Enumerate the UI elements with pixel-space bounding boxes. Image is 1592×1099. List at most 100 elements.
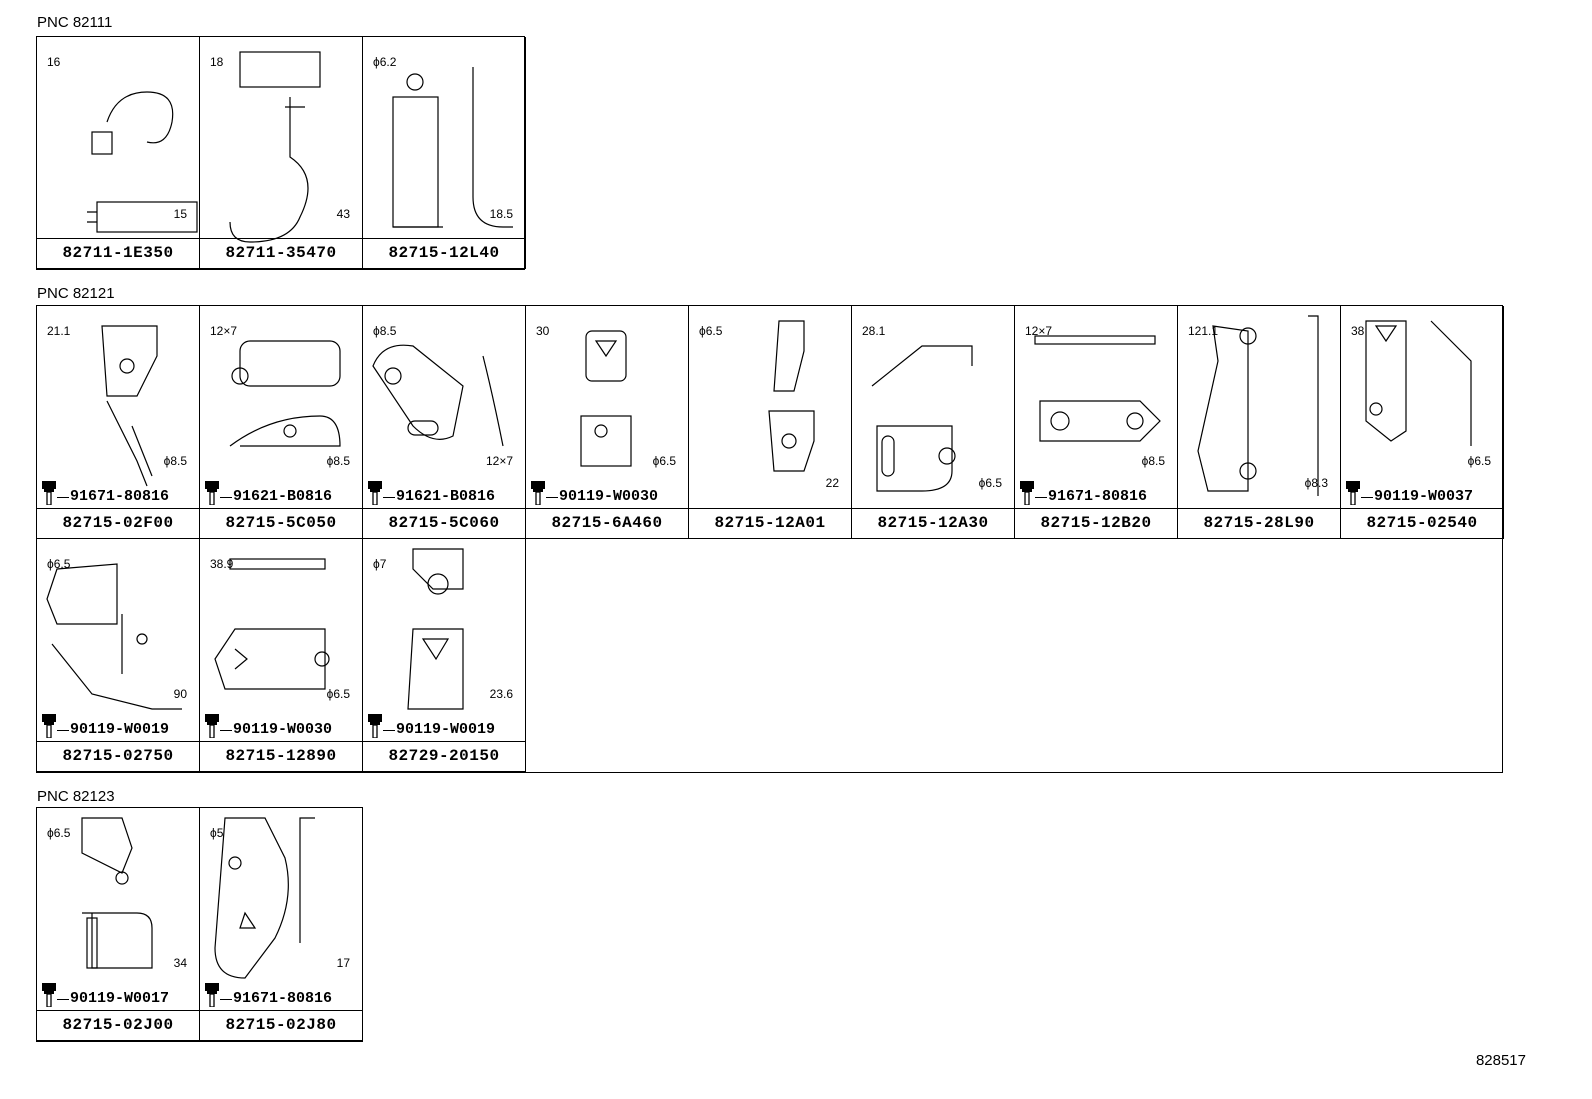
part-number-label: 82715-12L40	[363, 238, 525, 268]
bolt-callout: 91671-80816	[41, 479, 169, 505]
leader-line	[383, 730, 395, 731]
leader-line	[57, 999, 69, 1000]
dimension-label: ϕ8.5	[326, 454, 350, 468]
part-number-label: 82715-02540	[1341, 508, 1503, 538]
dimension-label: 15	[173, 207, 187, 221]
dimension-label: 121.1	[1188, 324, 1219, 338]
bolt-part-number: 90119-W0030	[233, 721, 333, 738]
part-illustration	[101, 325, 158, 487]
dimension-label: ϕ6.5	[699, 324, 723, 338]
part-number-label: 82715-5C060	[363, 508, 525, 538]
bolt-icon	[205, 714, 219, 738]
part-illustration	[768, 320, 815, 472]
leader-line	[220, 730, 232, 731]
dimension-label: 43	[336, 207, 350, 221]
bolt-callout: 90119-W0030	[204, 712, 332, 738]
leader-line	[220, 497, 232, 498]
bolt-part-number: 91671-80816	[233, 990, 333, 1007]
section-title-82123: PNC 82123	[37, 788, 115, 805]
part-illustration	[871, 345, 973, 492]
dimension-label: ϕ5	[210, 826, 224, 840]
dimension-label: 23.6	[489, 687, 513, 701]
part-number-label: 82715-02J80	[200, 1010, 362, 1040]
dimension-label: ϕ6.5	[326, 687, 350, 701]
part-number-label: 82715-02F00	[37, 508, 199, 538]
bolt-icon	[531, 481, 545, 505]
part-number-label: 82715-6A460	[526, 508, 688, 538]
bolt-icon	[42, 481, 56, 505]
part-cell: 12×7 ϕ8.5 91621-B0816 82715-5C050	[200, 306, 363, 539]
leader-line	[1035, 497, 1047, 498]
bolt-part-number: 91671-80816	[70, 488, 170, 505]
bolt-callout: 90119-W0030	[530, 479, 658, 505]
dimension-label: 90	[173, 687, 187, 701]
bolt-callout: 91671-80816	[204, 981, 332, 1007]
part-illustration	[46, 563, 182, 710]
part-cell: 121.1 ϕ8.3 82715-28L90	[1178, 306, 1341, 539]
dimension-label: ϕ8.3	[1304, 476, 1328, 490]
bolt-part-number: 90119-W0019	[396, 721, 496, 738]
part-number-label: 82715-12A01	[689, 508, 851, 538]
part-illustration	[372, 344, 504, 447]
bolt-callout: 90119-W0017	[41, 981, 169, 1007]
part-number-label: 82715-12A30	[852, 508, 1014, 538]
dimension-label: ϕ7	[373, 557, 387, 571]
bolt-callout: 91671-80816	[1019, 479, 1147, 505]
dimension-label: 38	[1351, 324, 1365, 338]
part-cell: ϕ7 23.6 90119-W0019 82729-20150	[363, 539, 526, 772]
dimension-label: ϕ6.5	[47, 826, 71, 840]
part-number-label: 82715-02750	[37, 741, 199, 771]
part-number-label: 82729-20150	[363, 741, 525, 771]
dimension-label: 12×7	[485, 454, 513, 468]
part-illustration	[1365, 320, 1472, 446]
part-number-label: 82715-5C050	[200, 508, 362, 538]
bolt-callout: 90119-W0019	[367, 712, 495, 738]
part-number-label: 82715-28L90	[1178, 508, 1340, 538]
bolt-icon	[1020, 481, 1034, 505]
bolt-part-number: 90119-W0030	[559, 488, 659, 505]
bolt-icon	[1346, 481, 1360, 505]
dimension-label: 18.5	[489, 207, 513, 221]
dimension-label: 12×7	[1025, 324, 1053, 338]
dimension-label: 18	[210, 55, 224, 69]
part-number-label: 82715-02J00	[37, 1010, 199, 1040]
leader-line	[57, 730, 69, 731]
part-cell: 18 43 82711-35470	[200, 37, 363, 269]
dimension-label: 21.1	[47, 324, 71, 338]
bolt-icon	[205, 983, 219, 1007]
bolt-icon	[42, 714, 56, 738]
dimension-label: 12×7	[210, 324, 238, 338]
parts-grid-82121: 21.1 ϕ8.5 91671-80816 82715-02F00 12×7 ϕ8.5 91…	[36, 305, 1504, 773]
section-title-82121: PNC 82121	[37, 285, 115, 302]
dimension-label: 38.9	[210, 557, 234, 571]
dimension-label: ϕ8.5	[373, 324, 397, 338]
part-illustration	[1197, 315, 1319, 496]
dimension-label: ϕ6.5	[47, 557, 71, 571]
part-illustration	[229, 51, 321, 243]
bolt-part-number: 90119-W0019	[70, 721, 170, 738]
bolt-part-number: 91621-B0816	[233, 488, 333, 505]
part-number-label: 82715-12B20	[1015, 508, 1177, 538]
leader-line	[220, 999, 232, 1000]
leader-line	[383, 497, 395, 498]
bolt-callout: 91621-B0816	[367, 479, 495, 505]
bolt-callout: 90119-W0019	[41, 712, 169, 738]
bolt-part-number: 91671-80816	[1048, 488, 1148, 505]
bolt-icon	[205, 481, 219, 505]
part-number-label: 82711-35470	[200, 238, 362, 268]
dimension-label: ϕ8.5	[1141, 454, 1165, 468]
bolt-part-number: 90119-W0017	[70, 990, 170, 1007]
part-illustration	[214, 558, 330, 690]
bolt-callout: 91621-B0816	[204, 479, 332, 505]
part-illustration	[229, 340, 341, 447]
